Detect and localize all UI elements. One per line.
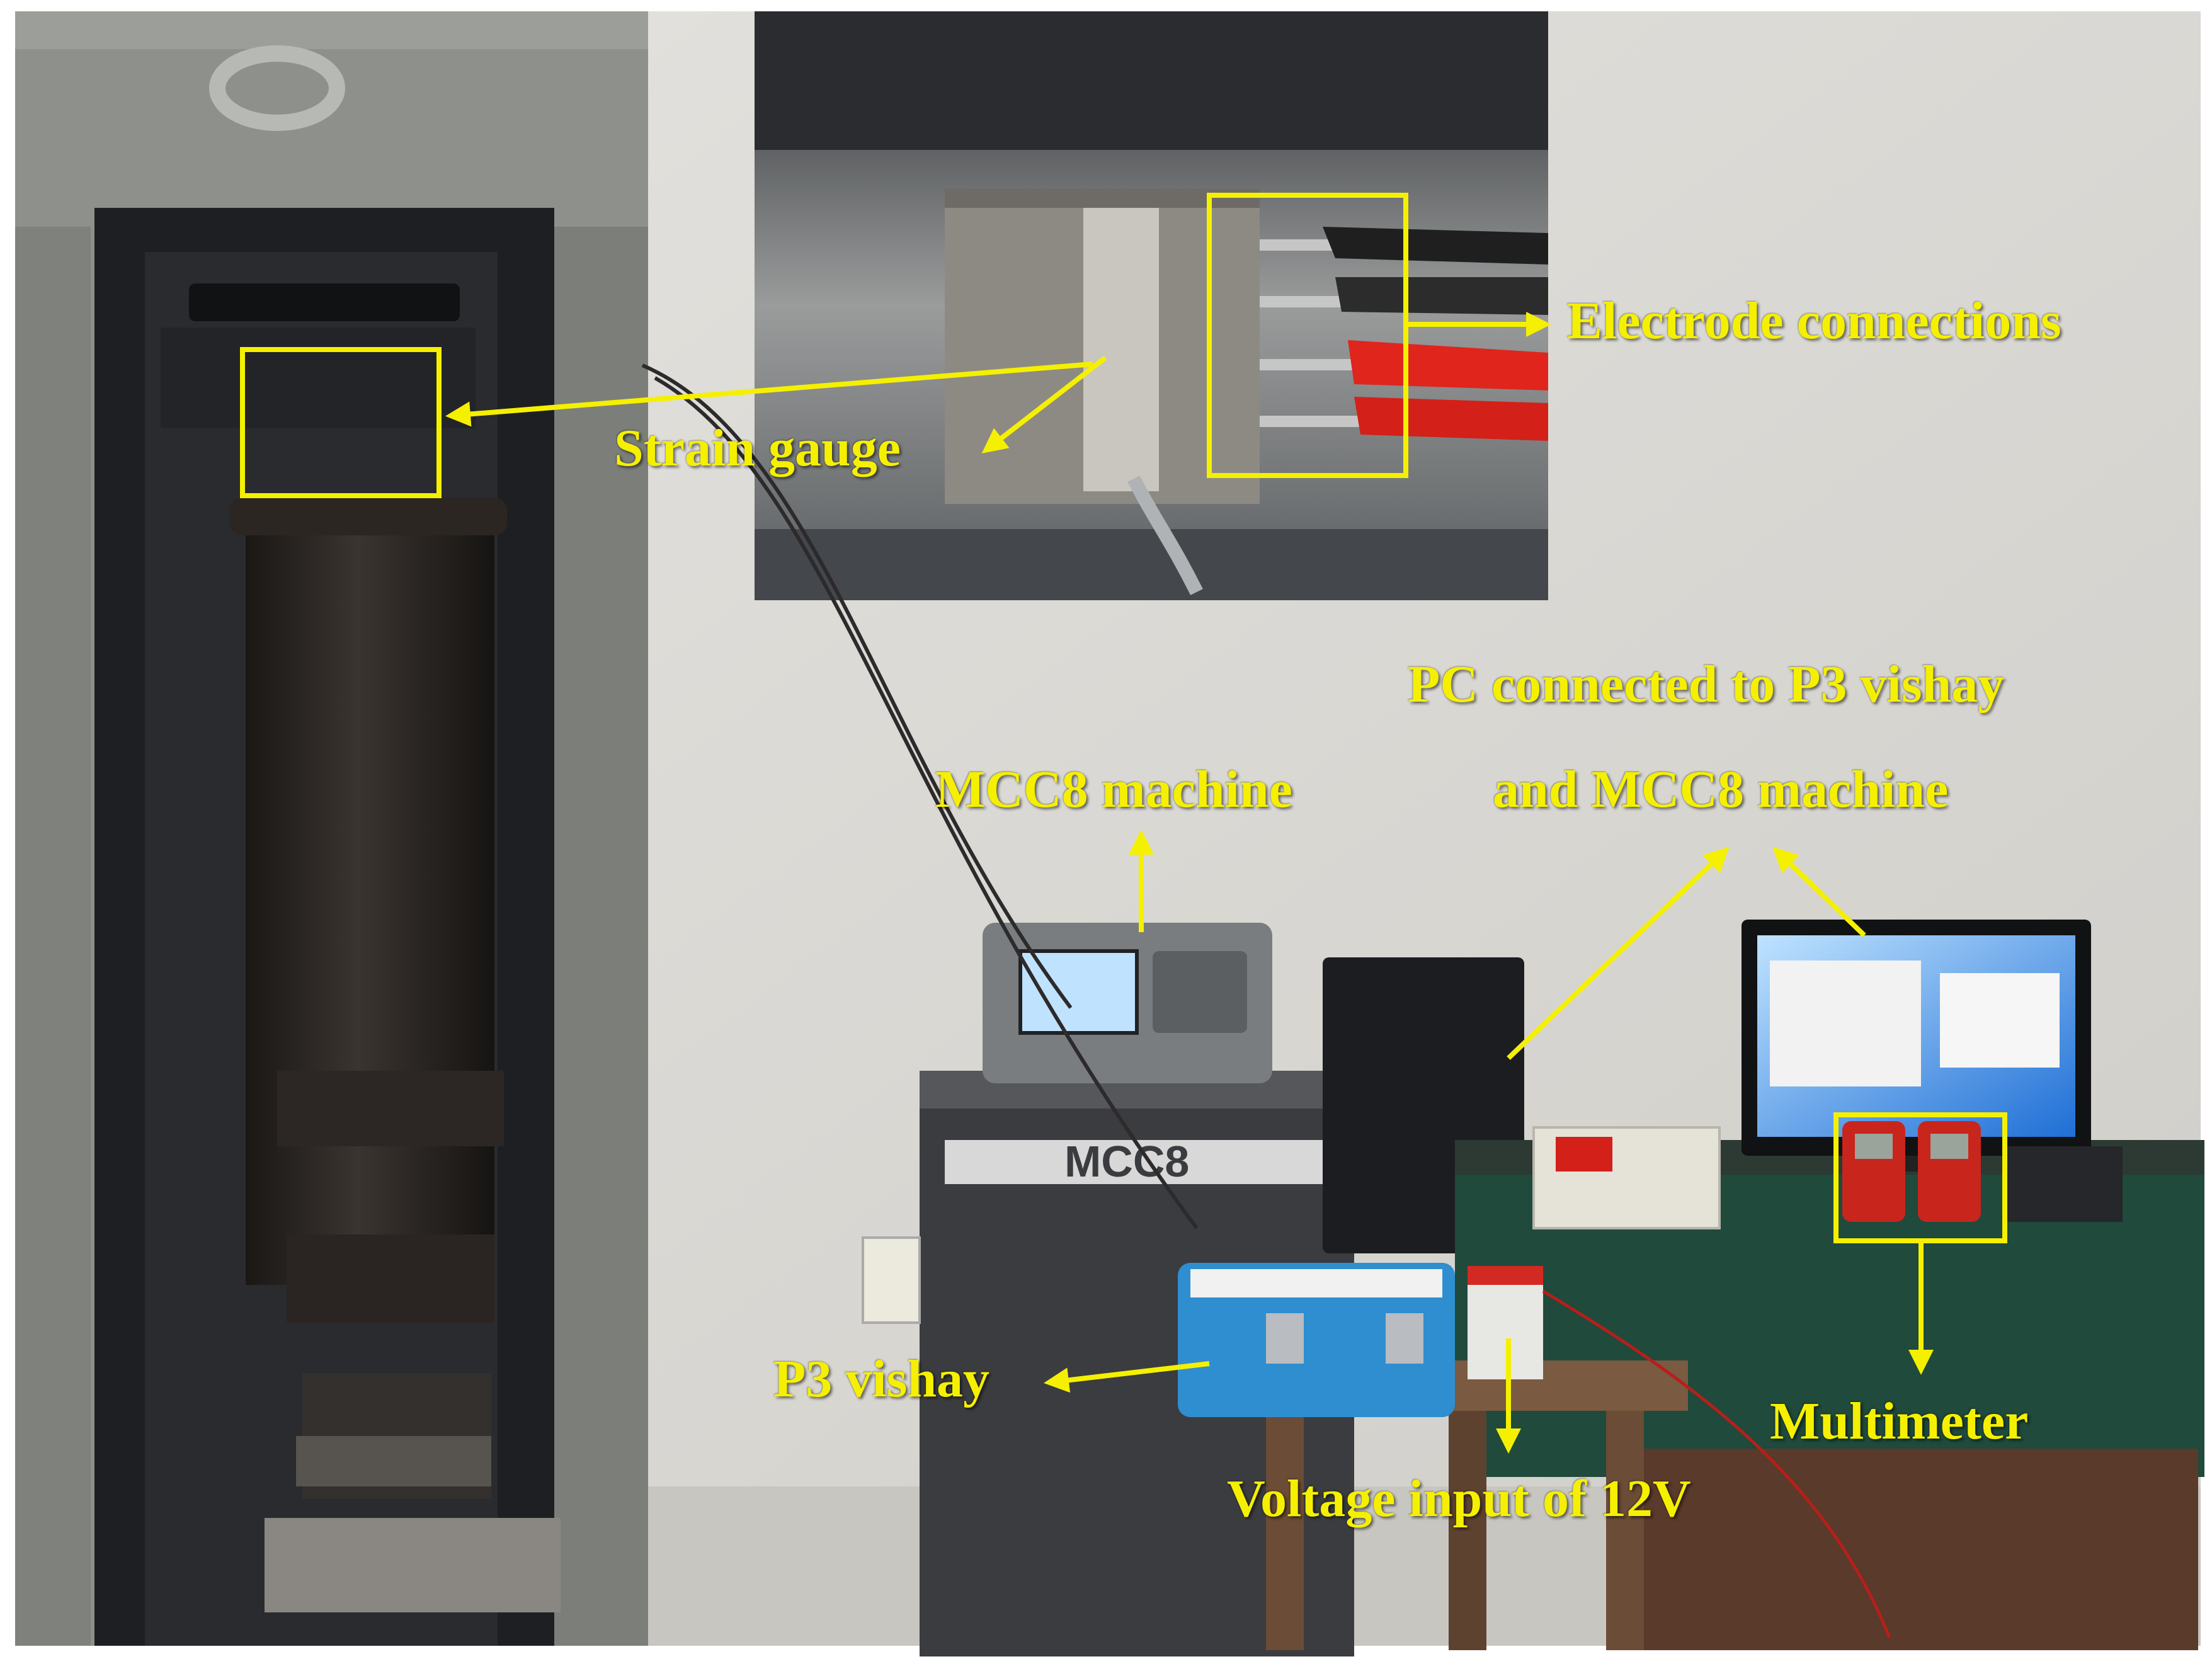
label-electrode-connections: Electrode connections <box>1567 292 2061 350</box>
inset-specimen-photo <box>755 11 1548 600</box>
wall-socket <box>862 1236 921 1324</box>
label-mcc8-machine: MCC8 machine <box>935 760 1292 819</box>
label-strain-gauge: Strain gauge <box>614 419 901 477</box>
compression-testing-machine <box>15 11 648 1646</box>
strain-gauge-machine-box <box>240 347 442 498</box>
keyboard <box>2006 1146 2123 1222</box>
label-voltage-input: Voltage input of 12V <box>1227 1469 1691 1528</box>
label-pc-line1: PC connected to P3 vishay <box>1408 655 2005 714</box>
label-multimeter: Multimeter <box>1770 1392 2029 1451</box>
arrow-icon <box>445 312 1934 1454</box>
electrode-box <box>1207 193 1408 478</box>
label-pc-line2: and MCC8 machine <box>1493 760 1949 819</box>
table <box>1455 1140 2204 1650</box>
label-p3-vishay: P3 vishay <box>773 1350 990 1408</box>
p3-vishay-box <box>1178 1263 1455 1417</box>
mcc8-panel-mark: MCC8 <box>1064 1137 1189 1186</box>
pc-monitor <box>1742 920 2091 1172</box>
multimeters <box>1842 1121 1981 1222</box>
battery <box>1468 1266 1543 1379</box>
